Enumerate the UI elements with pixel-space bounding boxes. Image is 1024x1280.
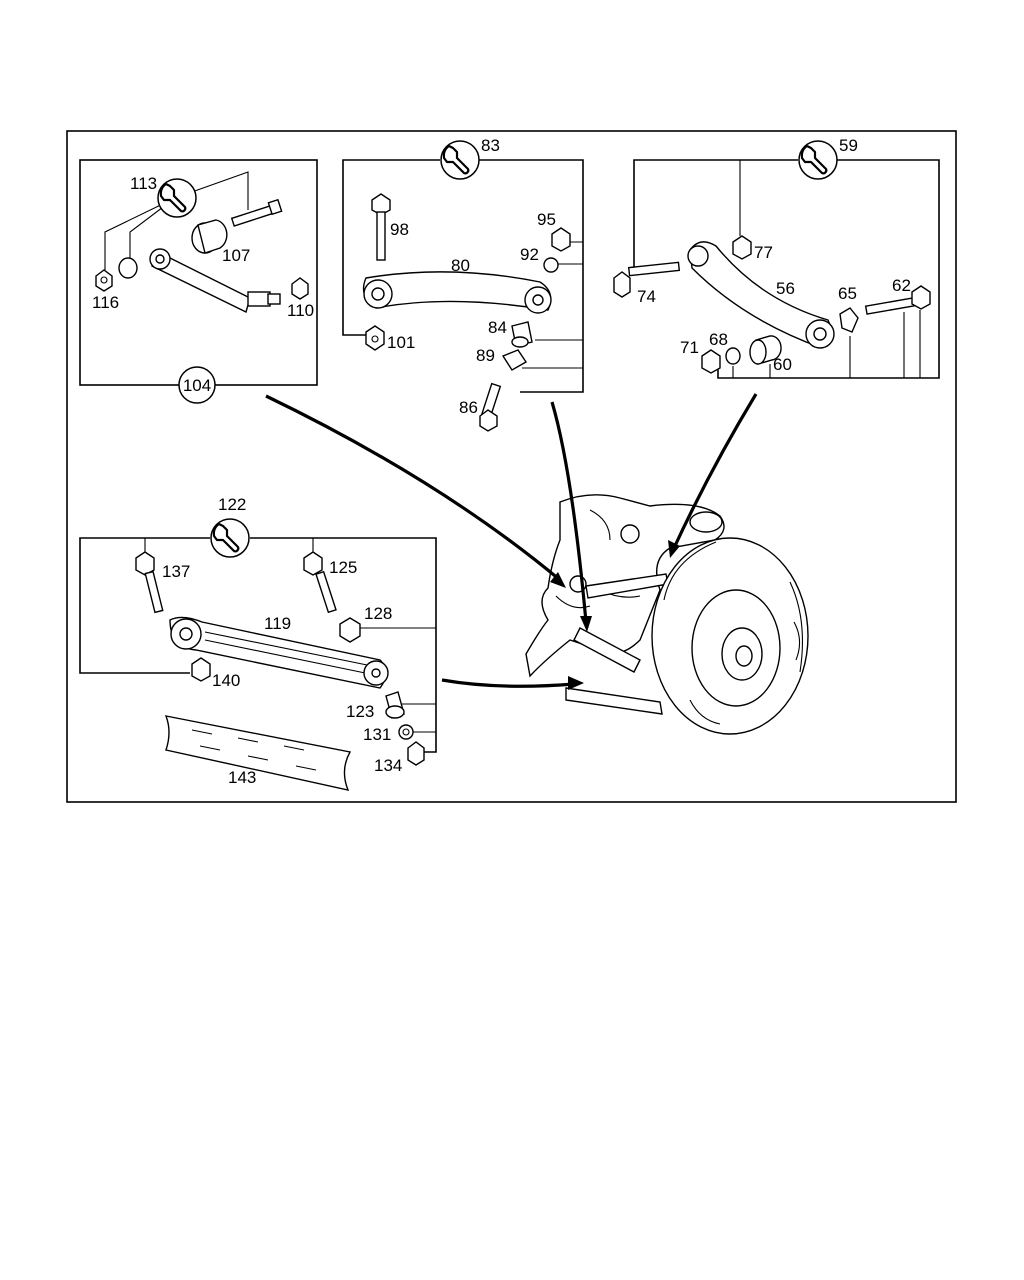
suspension-assembly [525,494,809,735]
part-washer-89 [501,349,527,371]
outer-frame [66,130,957,803]
part-bolt-107 [230,198,283,227]
callout-77: 77 [754,243,773,262]
part-washer-113 [118,257,138,279]
callout-68: 68 [709,330,728,349]
callout-92: 92 [520,245,539,264]
callout-131: 131 [363,725,391,744]
part-nut-110 [291,277,309,300]
callout-116: 116 [92,293,119,312]
group-104: 104 113 107 116 110 [79,159,318,404]
part-link-rod [149,248,281,313]
callout-62: 62 [892,276,911,295]
callout-137: 137 [162,562,190,581]
part-nut-140 [191,657,211,682]
group-83: 83 98 80 95 92 101 84 89 86 [342,136,584,432]
callout-128: 128 [364,604,392,623]
part-washer-68 [725,347,741,365]
part-nut-134 [407,741,425,766]
part-bolt-137 [135,551,164,614]
callout-113: 113 [130,174,157,193]
callout-123: 123 [346,702,374,721]
part-nut-95 [551,227,571,252]
callout-98: 98 [390,220,409,239]
group-label-122: 122 [218,495,246,514]
part-nut-128 [339,617,361,643]
pointer-arrows [265,393,758,690]
group-label-59: 59 [839,136,858,155]
callout-140: 140 [212,671,240,690]
part-cover-143 [164,715,352,791]
part-washer-92 [543,257,559,273]
part-bushing-60 [749,335,782,365]
callout-71: 71 [680,338,699,357]
callout-143: 143 [228,768,256,787]
callout-110: 110 [287,301,314,320]
callout-86: 86 [459,398,478,417]
part-nut-71 [701,349,721,374]
part-nut-116 [95,269,113,292]
part-bolt-125 [303,551,337,614]
group-83-box [342,159,440,336]
callout-65: 65 [838,284,857,303]
part-washer-65 [839,307,859,333]
group-label-circle-104 [178,366,216,404]
part-bushing-123 [385,691,405,719]
callout-107: 107 [222,246,250,265]
part-bushing-107 [191,219,228,254]
part-bolt-62 [864,285,931,315]
group-label-104: 104 [183,376,211,395]
callout-56: 56 [776,279,795,298]
callout-95: 95 [537,210,556,229]
part-control-arm-56 [687,241,835,349]
callout-89: 89 [476,346,495,365]
part-bolt-86 [479,382,502,432]
callout-84: 84 [488,318,507,337]
part-control-arm-80 [362,271,552,314]
callout-60: 60 [773,355,792,374]
part-nut-77 [732,235,752,260]
callout-119: 119 [264,614,291,633]
callout-101: 101 [387,333,415,352]
group-59-box [633,159,798,272]
group-59: 59 77 74 56 65 62 71 68 60 [613,136,940,379]
callout-74: 74 [637,287,656,306]
group-122: 122 137 125 119 128 140 123 131 134 143 [79,495,437,791]
part-bolt-98 [371,193,391,261]
part-nut-101 [365,325,385,351]
callout-134: 134 [374,756,402,775]
callout-80: 80 [451,256,470,275]
part-washer-131 [398,724,414,740]
part-control-arm-119 [169,616,389,689]
callout-125: 125 [329,558,357,577]
group-label-83: 83 [481,136,500,155]
part-bolt-74 [613,261,681,298]
